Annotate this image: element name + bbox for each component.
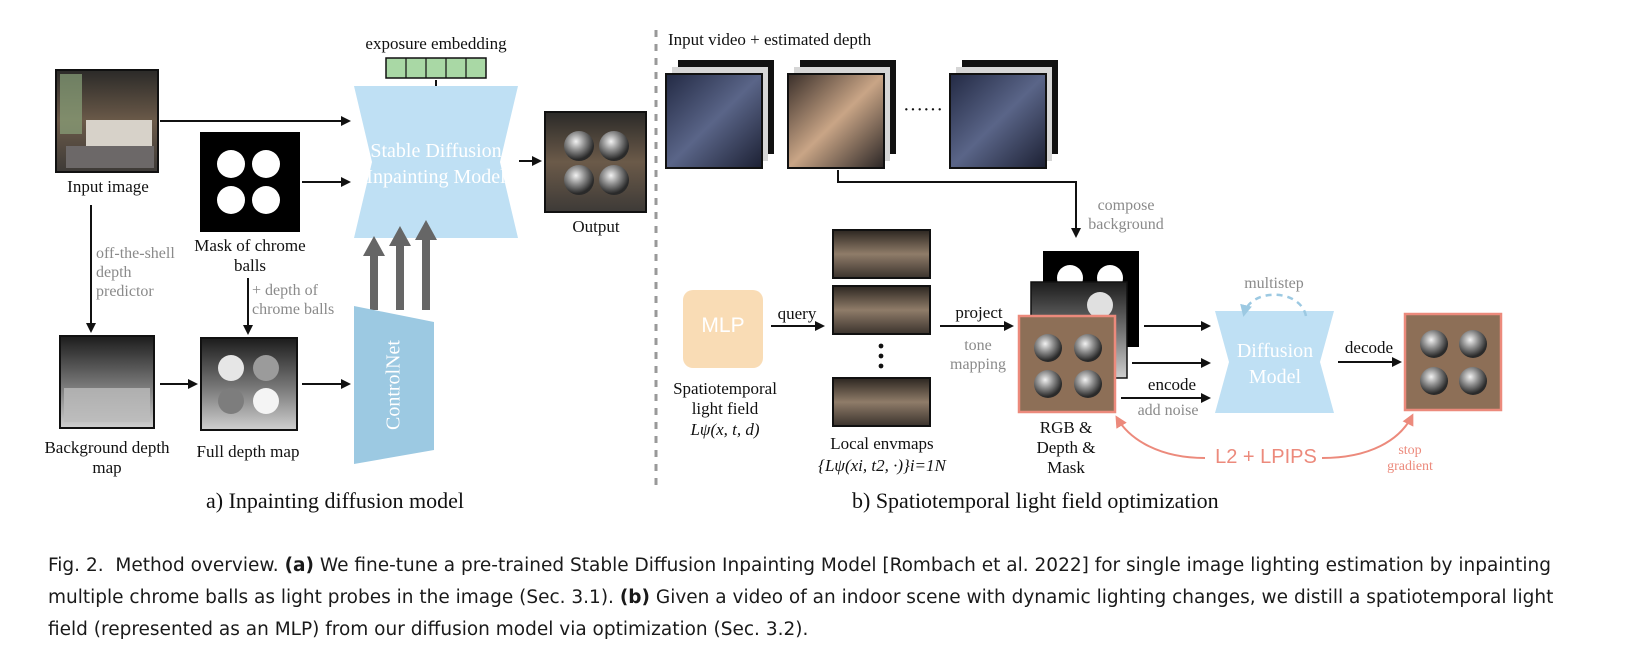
mlp-box: [683, 290, 763, 368]
panel-a-subtitle: a) Inpainting diffusion model: [206, 488, 465, 513]
loss-arrow-left: [1115, 415, 1206, 459]
caption-a-text: We fine-tune a pre-trained Stable Diffus…: [48, 555, 1552, 608]
envmap-label: Local envmaps: [830, 434, 934, 453]
controlnet-label: ControlNet: [382, 340, 405, 430]
loss-label: L2 + LPIPS: [1215, 446, 1317, 468]
encode-label: encode: [1147, 375, 1197, 394]
output-label: Output: [572, 217, 620, 236]
caption-b-tag: (b): [619, 587, 650, 608]
rgb-depth-mask-stack: [1017, 251, 1139, 414]
video-frame-stack-3: [949, 60, 1058, 169]
decoded-output-image: [1403, 312, 1503, 412]
envmap-math: {Lψ(xi, t2, ·)}i=1N: [818, 456, 946, 475]
figure-caption: Fig. 2. Method overview. (a) We fine-tun…: [48, 550, 1588, 646]
mask-label: Mask of chrome balls: [194, 236, 306, 275]
caption-b-text: Given a video of an indoor scene with dy…: [48, 587, 1554, 640]
output-image: [544, 111, 647, 213]
full-depth-map-image: [200, 337, 298, 431]
query-label: query: [777, 304, 817, 323]
sd-inpainting-model-shape: [354, 86, 518, 238]
exposure-embedding-label: exposure embedding: [365, 34, 507, 53]
project-label: project: [955, 303, 1003, 322]
panel-b-subtitle: b) Spatiotemporal light field optimizati…: [852, 488, 1219, 513]
add-noise-label: add noise: [1137, 402, 1199, 419]
mlp-label: MLP: [701, 314, 745, 337]
multistep-loop: [1240, 293, 1308, 317]
full-depth-label: Full depth map: [196, 442, 300, 461]
depth-predictor-label: off-the-shell depth predictor: [96, 245, 175, 300]
controlnet-to-sd-arrows: [363, 220, 437, 310]
background-depth-map-image: [59, 335, 155, 429]
controlnet-shape: [354, 306, 434, 464]
local-envmaps: [832, 229, 931, 427]
tone-mapping-label: tone mapping: [950, 337, 1006, 373]
caption-fig: Fig. 2.: [48, 555, 104, 576]
input-image-label: Input image: [67, 177, 149, 196]
video-frame-stack-2: [787, 60, 896, 169]
light-field-label: Spatiotemporal light field: [673, 379, 777, 418]
caption-intro: Method overview.: [115, 555, 279, 576]
video-frame-stack-1: [665, 60, 774, 169]
exposure-embedding-vector: [385, 57, 487, 79]
background-depth-label: Background depth map: [44, 438, 170, 477]
input-video-label: Input video + estimated depth: [668, 30, 872, 49]
plus-depth-label: + depth of chrome balls: [252, 282, 335, 318]
sd-model-label: Stable Diffusion Inpainting Model: [366, 140, 506, 188]
decode-label: decode: [1344, 338, 1394, 357]
diffusion-model-shape: [1215, 311, 1334, 413]
multistep-label: multistep: [1244, 275, 1304, 292]
light-field-math: Lψ(x, t, d): [690, 420, 760, 439]
chrome-ball-mask-image: [200, 132, 300, 232]
input-image: [55, 69, 159, 173]
ellipsis: ······: [903, 99, 943, 121]
figure-graphics: [55, 30, 1503, 490]
stop-gradient-label: stop gradient: [1387, 443, 1433, 474]
diffusion-model-label: Diffusion Model: [1236, 340, 1314, 388]
caption-a-tag: (a): [284, 555, 314, 576]
compose-background-label: compose background: [1088, 197, 1164, 233]
rgb-depth-mask-label: RGB & Depth & Mask: [1036, 418, 1096, 477]
loss-arrow-right: [1321, 413, 1414, 459]
